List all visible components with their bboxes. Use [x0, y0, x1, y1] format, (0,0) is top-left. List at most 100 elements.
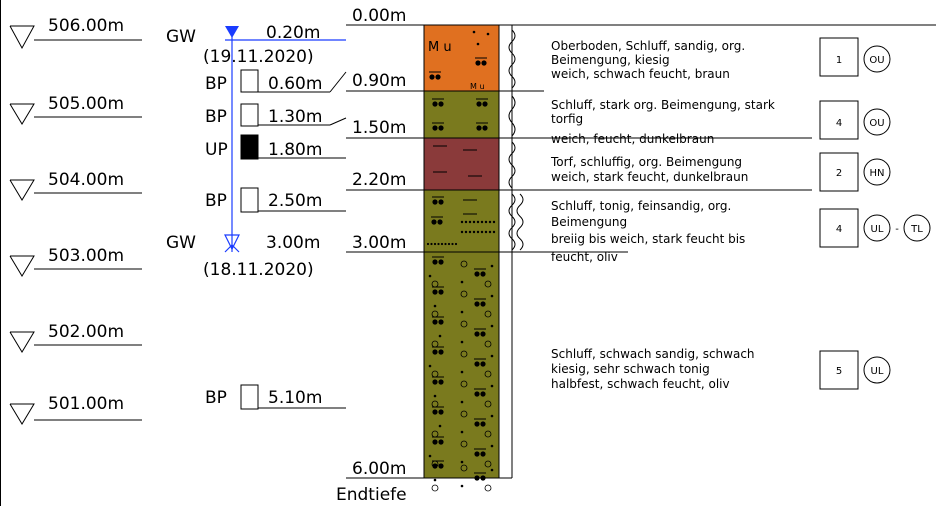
layer-depth-label: 2.20m	[352, 170, 406, 190]
hatch-symbols	[426, 30, 496, 492]
elevation-label: 501.00m	[48, 394, 124, 414]
soil-group-circle	[863, 45, 891, 73]
sand-dot-symbol	[490, 324, 494, 328]
silt-dot-symbol	[438, 463, 444, 469]
gravel-symbol	[460, 380, 468, 388]
silt-dot-symbol	[438, 409, 444, 415]
elevation-label: 506.00m	[48, 16, 124, 36]
silt-dot-symbol	[432, 289, 438, 295]
sand-dot-symbol	[460, 370, 464, 374]
layer-fill-silt-organic	[424, 91, 499, 138]
sand-dot-symbol	[460, 400, 464, 404]
sand-dot-symbol	[451, 242, 454, 246]
layer-description-line: torfig	[551, 112, 583, 126]
silt-dot-symbol	[480, 301, 486, 307]
elevation-mark: 506.00m	[9, 16, 142, 50]
sand-dot-symbol	[428, 364, 432, 368]
sample-depth: 1.30m	[268, 107, 322, 127]
sand-dot-symbol	[428, 454, 432, 458]
groundwater-depth: 0.20m	[266, 23, 320, 43]
sand-dot-symbol	[488, 230, 492, 234]
layer-descriptions: Oberboden, Schluff, sandig, org. Beimeng…	[550, 39, 775, 391]
soil-group-separator: -	[895, 224, 899, 235]
consistency-mushy-symbol	[516, 193, 524, 251]
consistency-mushy-symbol	[508, 193, 516, 251]
class-number: 2	[836, 168, 842, 179]
silt-dot-symbol	[432, 349, 438, 355]
sand-dot-symbol	[484, 230, 488, 234]
silt-dot-symbol	[438, 349, 444, 355]
sand-dot-symbol	[476, 220, 480, 224]
sand-dot-symbol	[433, 478, 437, 482]
layer-description-line: Beimengung	[551, 215, 627, 229]
silt-dot-symbol	[432, 125, 438, 131]
gravel-symbol	[460, 440, 468, 448]
class-number: 5	[836, 366, 842, 377]
groundwater-symbol-hollow	[224, 234, 240, 251]
sand-dot-symbol	[460, 340, 464, 344]
silt-dot-symbol	[480, 271, 486, 277]
silt-dot-symbol	[432, 259, 438, 265]
sand-dot-symbol	[476, 230, 480, 234]
layer-description-line: Schluff, stark org. Beimengung, stark	[551, 98, 775, 112]
soil-group: UL	[871, 366, 884, 377]
groundwater-tag: GW	[166, 233, 196, 253]
elevation-label: 503.00m	[48, 246, 124, 266]
layer-description-line: weich, schwach feucht, braun	[551, 67, 730, 81]
sand-dot-symbol	[430, 242, 433, 246]
sand-dot-symbol	[447, 242, 451, 246]
layer-depth-label: 1.50m	[352, 118, 406, 138]
class-number-box	[819, 152, 859, 192]
sand-dot-symbol	[490, 384, 494, 388]
silt-dot-symbol	[480, 451, 486, 457]
soil-classification: 1 OU 4 OU 2 HN 4 UL - TL 5 UL	[819, 37, 931, 390]
sample-box-disturbed	[240, 187, 259, 213]
class-number-box	[819, 350, 859, 390]
elevation-label: 504.00m	[48, 170, 124, 190]
gravel-symbol	[484, 280, 492, 288]
sand-dot-symbol	[490, 354, 494, 358]
silt-dot-symbol	[435, 74, 441, 80]
sand-dot-symbol	[460, 280, 464, 284]
sand-dot-symbol	[492, 220, 496, 224]
soil-group-circle	[903, 214, 931, 242]
sand-dot-symbol	[480, 220, 484, 224]
sand-dot-symbol	[460, 484, 464, 488]
groundwater-depth: 3.00m	[266, 233, 320, 253]
sand-dot-symbol	[438, 424, 442, 428]
silt-dot-symbol	[432, 439, 438, 445]
sand-dot-symbol	[464, 230, 468, 234]
silt-dot-symbol	[432, 101, 438, 107]
sand-dot-symbol	[438, 334, 442, 338]
gravel-symbol	[460, 350, 468, 358]
silt-dot-symbol	[474, 391, 480, 397]
silt-dot-symbol	[432, 463, 438, 469]
silt-dot-symbol	[438, 319, 444, 325]
sand-dot-symbol	[440, 242, 444, 246]
samples: BP 0.60m BP 1.30m UP 1.80m BP 2.50m BP 5…	[205, 69, 347, 410]
class-number-box	[819, 208, 859, 248]
sample-box-disturbed	[240, 384, 259, 410]
silt-dot-symbol	[474, 421, 480, 427]
gravel-symbol	[460, 260, 468, 268]
class-number: 1	[836, 55, 842, 66]
silt-dot-symbol	[474, 271, 480, 277]
layer-description-line: Beimengung, kiesig	[551, 53, 670, 67]
layer-description-line: weich, feucht, dunkelbraun	[551, 132, 714, 146]
gravel-symbol	[460, 410, 468, 418]
gravel-symbol	[484, 340, 492, 348]
sample-depth: 5.10m	[268, 388, 322, 408]
sample-depth: 0.60m	[268, 74, 322, 94]
sand-dot-symbol	[488, 220, 492, 224]
consistency-soft-symbol	[508, 29, 516, 89]
silt-dot-symbol	[432, 319, 438, 325]
silt-dot-symbol	[482, 125, 488, 131]
soil-group: OU	[869, 55, 884, 66]
silt-dot-symbol	[480, 391, 486, 397]
sand-dot-symbol	[484, 220, 488, 224]
sand-dot-symbol	[468, 230, 472, 234]
gravel-symbol	[484, 430, 492, 438]
sample-depth: 2.50m	[268, 191, 322, 211]
layer-description-line: halbfest, schwach feucht, oliv	[551, 377, 730, 391]
sample-tag: BP	[205, 388, 227, 408]
